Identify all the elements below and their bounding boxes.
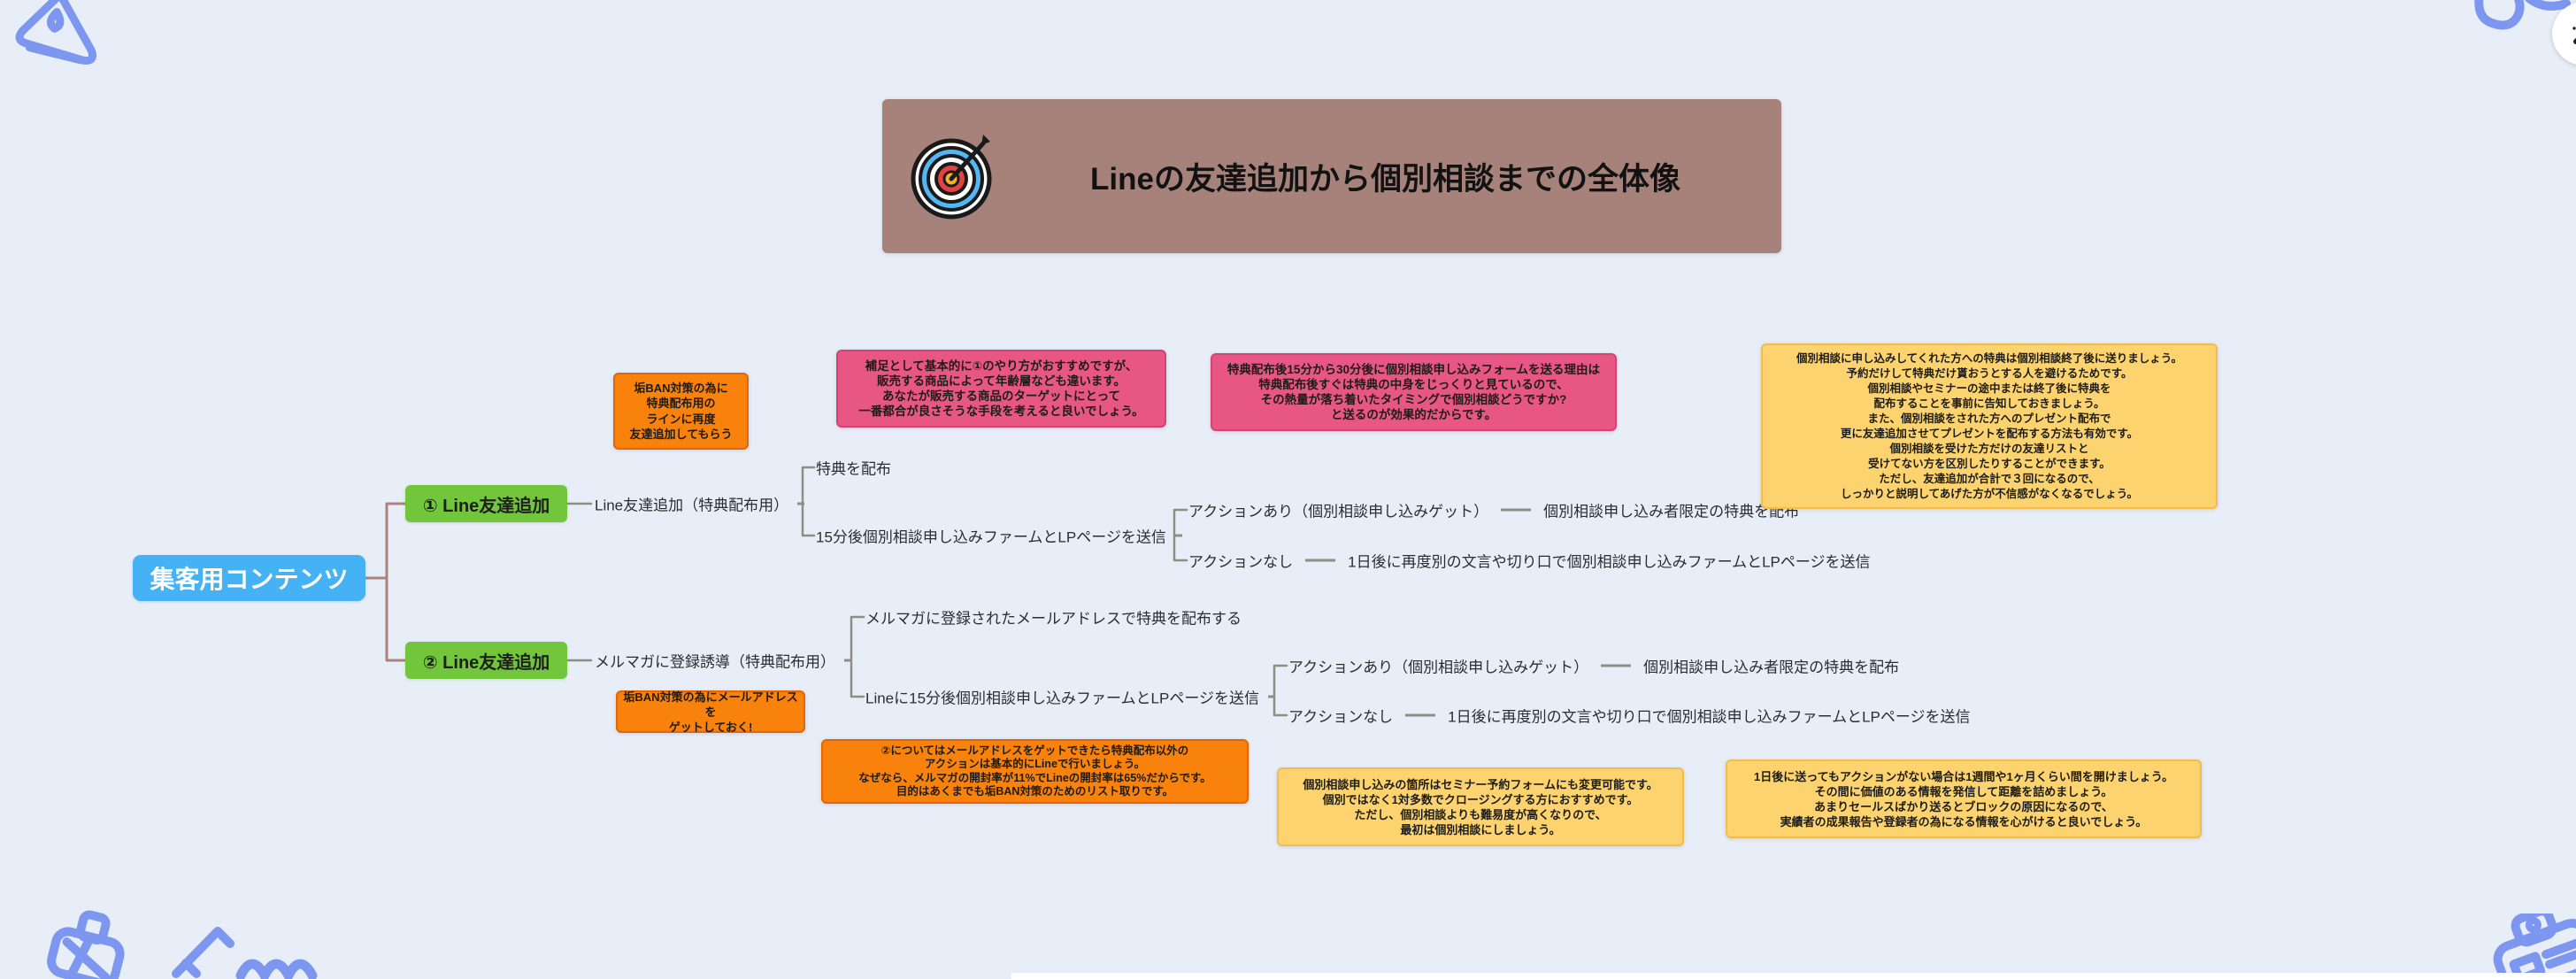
- branch2-node[interactable]: ② Line友達追加: [405, 642, 567, 679]
- branch1-sub-node[interactable]: Line友達追加（特典配布用）: [595, 493, 805, 515]
- branch1-child1-node[interactable]: 特典を配布: [816, 460, 891, 478]
- action-yes-result: 個別相談申し込み者限定の特典を配布: [1543, 503, 1800, 520]
- action-yes-label: アクションあり（個別相談申し込みゲット）: [1288, 659, 1589, 676]
- ribbon-doodle[interactable]: [2467, 0, 2576, 57]
- sticky-note-wait-interval[interactable]: 1日後に送ってもアクションがない場合は1週間や1ヶ月くらい間を開けましょう。 そ…: [1726, 759, 2202, 838]
- sticky-note-seminar-form[interactable]: 個別相談申し込みの箇所はセミナー予約フォームにも変更可能です。 個別ではなく1対…: [1277, 767, 1684, 846]
- sticky-note-ban-readd[interactable]: 垢BAN対策の為に 特典配布用の ラインに再度 友達追加してもらう: [613, 373, 749, 450]
- connector-line: [1405, 713, 1436, 717]
- map-title: Lineの友達追加から個別相談までの全体像: [1090, 161, 1680, 197]
- flask-doodle[interactable]: [5, 0, 116, 81]
- sticky-note-supplement[interactable]: 補足として基本的に①のやり方がおすすめですが、 販売する商品によって年齢層なども…: [836, 350, 1166, 428]
- action-no-label: アクションなし: [1188, 553, 1294, 571]
- branch1-node[interactable]: ① Line友達追加: [405, 485, 567, 522]
- sticky-note-benefit-after-consult[interactable]: 個別相談に申し込みしてくれた方への特典は個別相談終了後に送りましょう。 予約だけ…: [1761, 343, 2218, 509]
- sticky-note-open-rate[interactable]: ②についてはメールアドレスをゲットできたら特典配布以外の アクションは基本的にL…: [821, 739, 1249, 804]
- sticky-note-form-timing[interactable]: 特典配布後15分から30分後に個別相談申し込みフォームを送る理由は 特典配布後す…: [1211, 353, 1617, 431]
- magic-wand-icon: [2572, 27, 2576, 44]
- action-no-label: アクションなし: [1288, 708, 1394, 726]
- connector-line: [797, 502, 805, 505]
- sticky-note-get-email[interactable]: 垢BAN対策の為にメールアドレスを ゲットしておく!: [616, 690, 805, 734]
- connector-line: [1501, 508, 1532, 512]
- window-edge-strip: [1011, 973, 2576, 979]
- branch2-action-no-row[interactable]: アクションなし 1日後に再度別の文言や切り口で個別相談申し込みファームとLPペー…: [1288, 705, 1971, 727]
- branch1-action-no-row[interactable]: アクションなし 1日後に再度別の文言や切り口で個別相談申し込みファームとLPペー…: [1188, 550, 1871, 572]
- clipboard-doodle[interactable]: [2478, 913, 2576, 979]
- action-yes-result: 個別相談申し込み者限定の特典を配布: [1643, 659, 1900, 676]
- branch2-child1-node[interactable]: メルマガに登録されたメールアドレスで特典を配布する: [865, 610, 1242, 628]
- connector-line: [844, 659, 851, 662]
- connector-line: [1601, 664, 1632, 667]
- connector-line: [1268, 695, 1275, 698]
- connector-line: [1305, 559, 1336, 562]
- ink-bottle-pen-waves-doodle[interactable]: [12, 910, 322, 979]
- map-title-card[interactable]: Lineの友達追加から個別相談までの全体像: [882, 99, 1781, 253]
- branch2-action-yes-row[interactable]: アクションあり（個別相談申し込みゲット） 個別相談申し込み者限定の特典を配布: [1288, 655, 1899, 677]
- action-no-result: 1日後に再度別の文言や切り口で個別相談申し込みファームとLPページを送信: [1348, 553, 1871, 571]
- connector-line: [1174, 534, 1182, 537]
- branch2-sub-node[interactable]: メルマガに登録誘導（特典配布用）: [595, 650, 851, 672]
- branch2-child2-node[interactable]: Lineに15分後個別相談申し込みファームとLPページを送信: [865, 686, 1275, 708]
- branch1-child2-node[interactable]: 15分後個別相談申し込みファームとLPページを送信: [816, 525, 1182, 547]
- dartboard-icon: [911, 135, 992, 220]
- action-yes-label: アクションあり（個別相談申し込みゲット）: [1188, 503, 1489, 520]
- branch1-action-yes-row[interactable]: アクションあり（個別相談申し込みゲット） 個別相談申し込み者限定の特典を配布: [1188, 499, 1799, 521]
- action-no-result: 1日後に再度別の文言や切り口で個別相談申し込みファームとLPページを送信: [1448, 708, 1971, 726]
- root-node[interactable]: 集客用コンテンツ: [133, 555, 365, 601]
